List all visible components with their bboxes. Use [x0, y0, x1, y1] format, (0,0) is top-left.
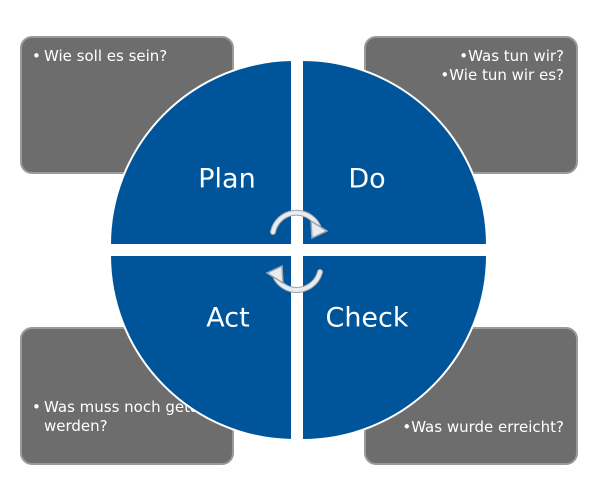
- quadrant-label-do: Do: [348, 164, 385, 195]
- note-item: •Wie soll es sein?: [32, 47, 168, 65]
- quadrant-label-plan: Plan: [198, 164, 255, 195]
- note-item: •Was muss noch getan werden?: [32, 398, 209, 435]
- cycle-arrows-icon-highlight: [271, 210, 322, 292]
- quadrant-label-check: Check: [325, 303, 408, 334]
- note-item: •Was wurde erreicht?: [402, 418, 564, 436]
- arrowhead-icon: [265, 264, 284, 285]
- arrowhead-icon: [310, 219, 329, 240]
- quadrant-act: [108, 254, 293, 442]
- quadrant-do: [301, 58, 489, 246]
- quadrant-check: [301, 254, 489, 442]
- quadrant-label-act: Act: [206, 303, 249, 334]
- note-item: •Was tun wir?: [459, 47, 564, 65]
- note-item: •Wie tun wir es?: [440, 66, 564, 84]
- quadrant-plan: [108, 58, 293, 246]
